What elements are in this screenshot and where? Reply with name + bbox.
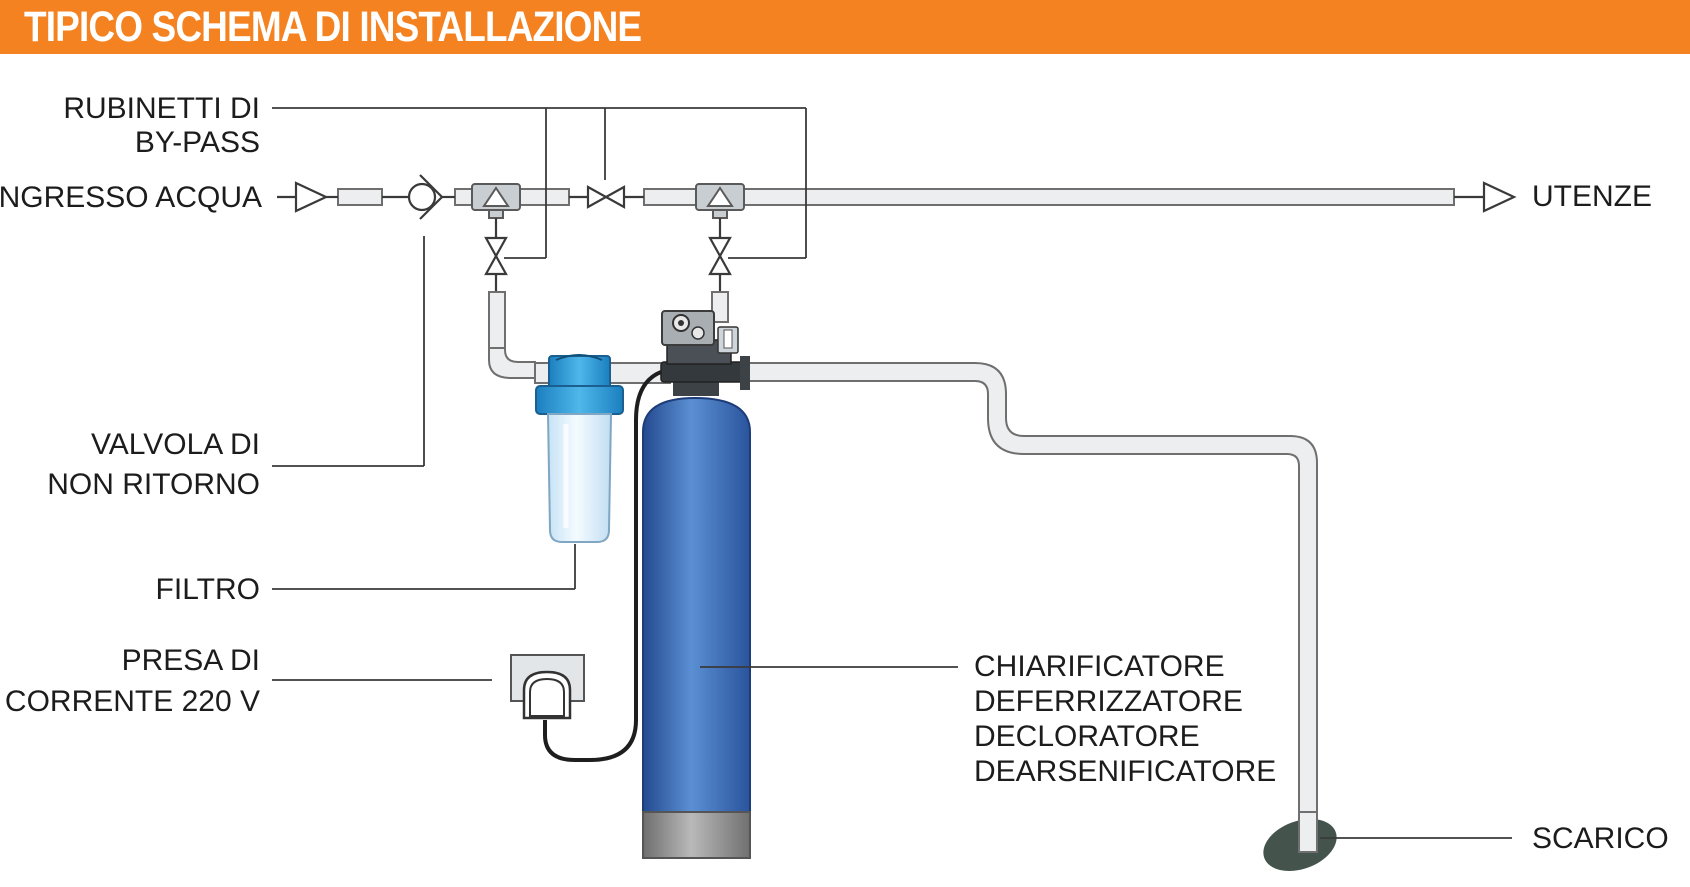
- label-unit-line4: DEARSENIFICATORE: [974, 755, 1276, 788]
- diagram-labels: RUBINETTI DI BY-PASS INGRESSO ACQUA VALV…: [0, 92, 1669, 855]
- label-bypass-line2: BY-PASS: [135, 126, 260, 159]
- label-unit-line1: CHIARIFICATORE: [974, 650, 1225, 683]
- page-title: TIPICO SCHEMA DI INSTALLAZIONE: [24, 3, 642, 51]
- power-socket-icon: [510, 654, 585, 720]
- leader-lines: [272, 107, 1512, 839]
- label-check-valve-line1: VALVOLA DI: [91, 428, 260, 461]
- control-valve-head: [660, 310, 750, 396]
- label-power-line1: PRESA DI: [122, 644, 260, 677]
- bypass-valve-icon: [569, 185, 644, 209]
- supply-and-drain-pipe: [534, 362, 1318, 843]
- cartridge-filter: [535, 354, 624, 543]
- power-cable: [543, 370, 662, 762]
- inlet-vertical-valve-icon: [484, 218, 508, 292]
- outlet-tee-fitting: [695, 183, 745, 219]
- inlet-arrow-icon: [277, 181, 338, 213]
- label-inlet: INGRESSO ACQUA: [0, 181, 262, 214]
- outlet-arrow-icon: [1454, 181, 1517, 213]
- drain-outlet: [1263, 811, 1337, 872]
- label-unit-line2: DEFERRIZZATORE: [974, 685, 1243, 718]
- check-valve-icon: [382, 174, 455, 220]
- outlet-vertical-valve-icon: [708, 218, 732, 292]
- inlet-tee-fitting: [471, 183, 521, 219]
- label-unit-line3: DECLORATORE: [974, 720, 1200, 753]
- header-bar: TIPICO SCHEMA DI INSTALLAZIONE: [0, 0, 1690, 54]
- label-power-line2: CORRENTE 220 V: [5, 685, 260, 718]
- label-filter: FILTRO: [156, 573, 260, 606]
- treatment-tank: [642, 396, 751, 859]
- label-check-valve-line2: NON RITORNO: [47, 468, 260, 501]
- label-drain: SCARICO: [1532, 822, 1669, 855]
- label-outlet: UTENZE: [1532, 180, 1652, 213]
- label-bypass-line1: RUBINETTI DI: [63, 92, 260, 125]
